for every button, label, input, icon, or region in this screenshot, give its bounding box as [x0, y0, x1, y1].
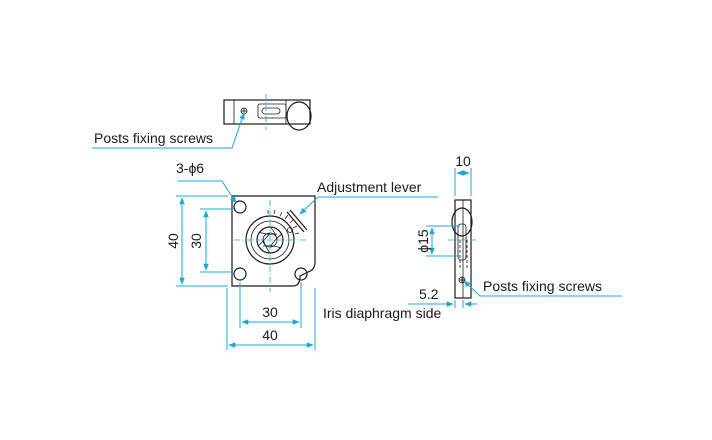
- dim-aperture-text: ϕ15: [415, 229, 431, 253]
- hole-top-left: [233, 200, 247, 214]
- side-view-knob: [451, 207, 473, 237]
- dim-aperture: [426, 225, 460, 257]
- front-view-plate: [231, 195, 316, 287]
- label-holes: 3-ϕ6: [176, 160, 204, 176]
- dim-width-inner-text: 30: [262, 304, 278, 320]
- dim-height-40: [176, 195, 228, 287]
- dim-width-outer-text: 40: [262, 327, 278, 343]
- leader-posts-side: [463, 280, 622, 297]
- dim-width-30: [239, 282, 302, 328]
- dim-side-thickness: [454, 168, 472, 196]
- dim-height-30: [200, 208, 234, 273]
- side-view-slot: [457, 223, 467, 261]
- label-posts-fixing-screws-top: Posts fixing screws: [94, 130, 213, 146]
- dim-width-40: [226, 288, 316, 350]
- top-view: [223, 94, 312, 131]
- top-view-knob: [286, 101, 312, 131]
- label-posts-fixing-screws-side: Posts fixing screws: [483, 278, 602, 294]
- top-view-slot-inner: [261, 107, 281, 115]
- adjustment-lever-edge: [289, 209, 308, 231]
- side-view: [448, 199, 478, 299]
- iris-blades: [257, 226, 283, 254]
- leader-posts-top: [92, 112, 245, 149]
- leader-holes: [178, 180, 237, 204]
- leader-adjustment-lever: [299, 196, 438, 215]
- label-adjustment-lever: Adjustment lever: [317, 179, 422, 195]
- side-view-screw-icon: [458, 276, 466, 284]
- top-view-end-block: [223, 99, 235, 125]
- dim-side-offset-text: 5.2: [419, 286, 439, 302]
- front-view: [231, 195, 316, 292]
- dim-side-thickness-text: 10: [455, 153, 471, 169]
- lever-pivot: [287, 227, 293, 233]
- hole-bottom-left: [233, 267, 247, 281]
- adjustment-lever-body: [286, 211, 305, 233]
- hole-bottom-right: [294, 267, 308, 281]
- scale-ticks: [267, 209, 300, 235]
- label-iris-diaphragm-side: Iris diaphragm side: [323, 305, 441, 321]
- dim-height-inner-text: 30: [188, 233, 204, 249]
- dim-side-offset: [408, 300, 477, 308]
- dim-height-outer-text: 40: [165, 233, 181, 249]
